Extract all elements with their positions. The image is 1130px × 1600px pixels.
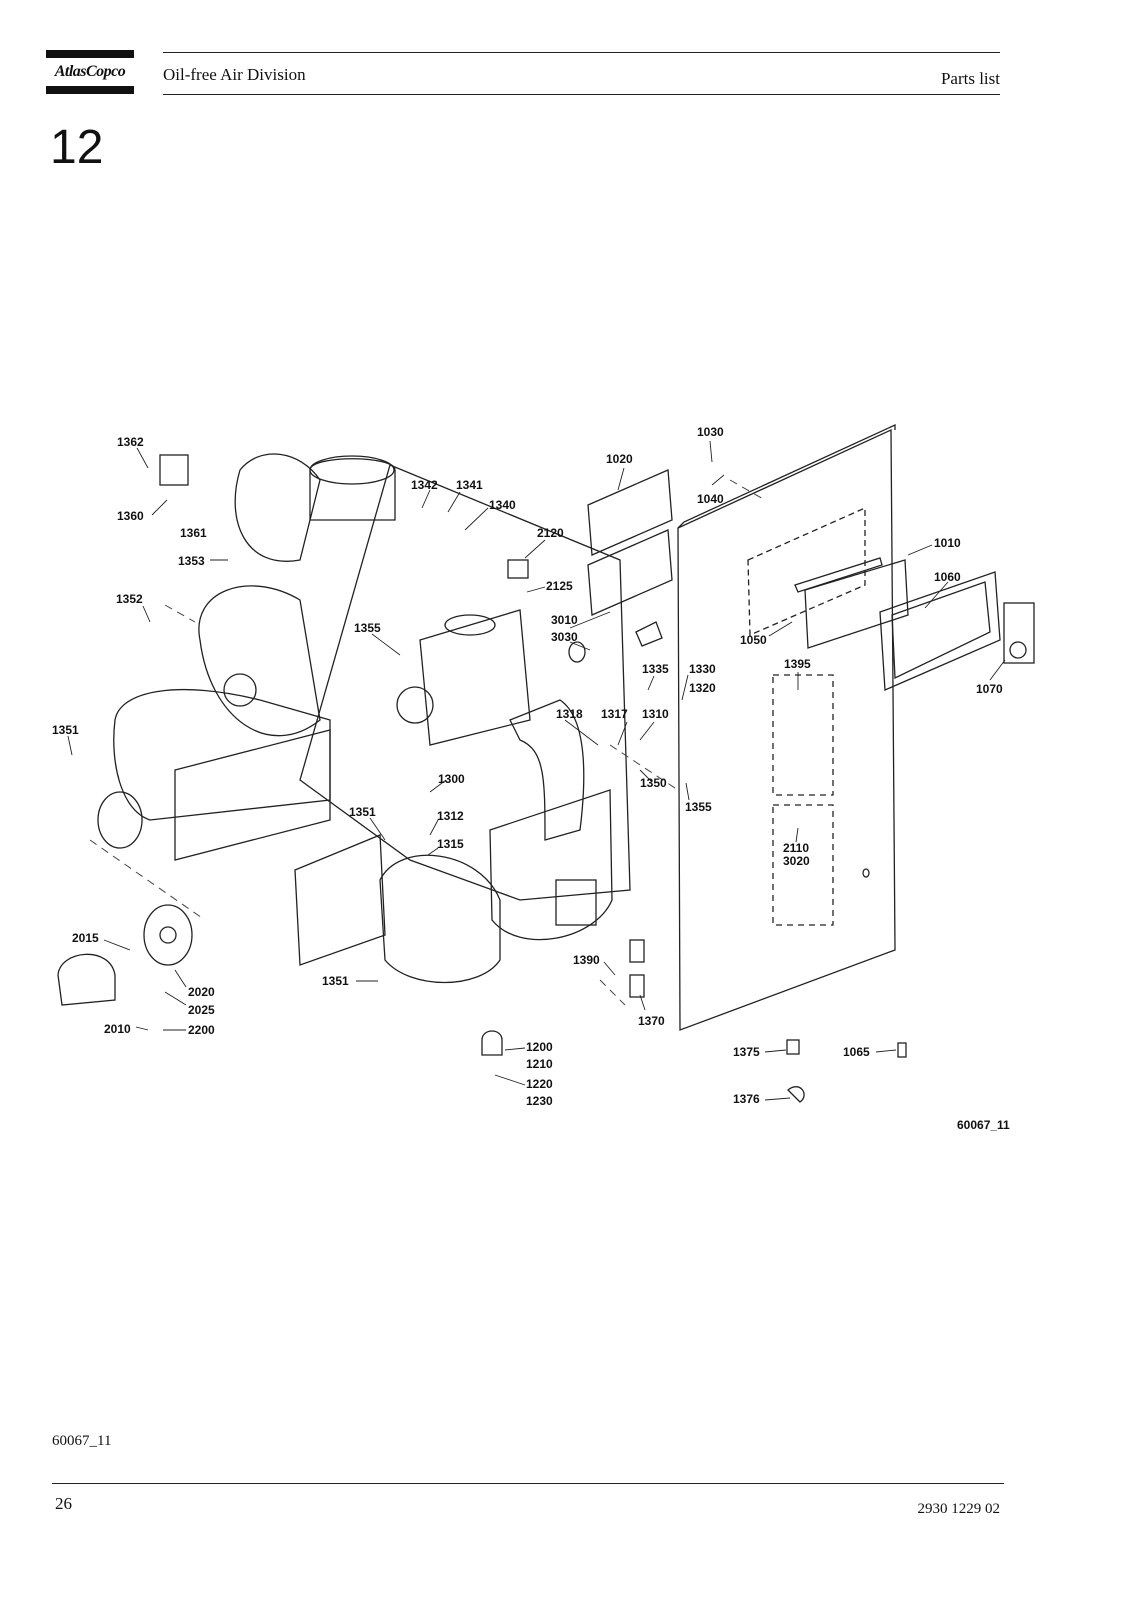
callout-label: 2025	[188, 1003, 215, 1017]
callout-label: 1370	[638, 1014, 665, 1028]
bracket-lower	[587, 529, 673, 616]
callout-label: 1350	[640, 776, 667, 790]
footer-figure-ref: 60067_11	[52, 1433, 112, 1449]
division-name: Oil-free Air Division	[163, 65, 306, 84]
callout-label: 1070	[976, 682, 1003, 696]
control-panel-door	[677, 428, 896, 1031]
callout-label: 1317	[601, 707, 628, 721]
callout-label: 1342	[411, 478, 438, 492]
callout-label: 1220	[526, 1077, 553, 1091]
keypad-panel	[1003, 602, 1035, 664]
elbow-pipe	[509, 699, 585, 841]
callout-label: 1351	[349, 805, 376, 819]
callout-label: 1390	[573, 953, 600, 967]
callout-label: 1300	[438, 772, 465, 786]
callout-label: 3030	[551, 630, 578, 644]
document-number: 2930 1229 02	[917, 1501, 1001, 1517]
logo-bar-top	[46, 50, 134, 58]
bracket-upper	[587, 469, 673, 556]
callout-label: 1318	[556, 707, 583, 721]
atlas-copco-logo: AtlasCopco	[46, 50, 134, 94]
callout-label: 1330	[689, 662, 716, 676]
callout-label: 2120	[537, 526, 564, 540]
callout-label: 1020	[606, 452, 633, 466]
callout-label: 1362	[117, 435, 144, 449]
callout-label: 2110	[783, 841, 809, 855]
logo-wordmark: AtlasCopco	[54, 63, 126, 80]
footer-rule	[52, 1483, 1004, 1484]
header-rule-bottom	[163, 94, 1000, 95]
callout-label: 1200	[526, 1040, 553, 1054]
callout-label: 1050	[740, 633, 767, 647]
callout-label: 1230	[526, 1094, 553, 1108]
callout-label: 2200	[188, 1023, 215, 1037]
callout-label: 1375	[733, 1045, 760, 1059]
header-rule-top	[163, 52, 1000, 53]
callout-label: 1065	[843, 1045, 870, 1059]
drawing-dashed-guides	[89, 479, 766, 1006]
callout-label: 1361	[180, 526, 207, 540]
callout-label: 2020	[188, 985, 215, 999]
callout-label: 1376	[733, 1092, 760, 1106]
leader-lines	[67, 440, 1006, 1101]
callout-label: 1353	[178, 554, 205, 568]
callout-label: 3010	[551, 613, 578, 627]
display-module	[804, 559, 909, 649]
callout-label: 1352	[116, 592, 143, 606]
callout-label: 1320	[689, 681, 716, 695]
inlet-flange	[97, 791, 143, 849]
callout-label: 1395	[784, 657, 811, 671]
callout-label: 1060	[934, 570, 961, 584]
filter-flange	[143, 904, 193, 966]
section-number: 12	[50, 121, 104, 174]
logo-bar-bottom	[46, 86, 134, 94]
callout-label: 1010	[934, 536, 961, 550]
callout-label: 1355	[354, 621, 381, 635]
callout-label: 1312	[437, 809, 464, 823]
callout-label: 1360	[117, 509, 144, 523]
document-type: Parts list	[940, 69, 1000, 88]
callout-label: 1315	[437, 837, 464, 851]
filter-housing	[57, 953, 116, 1006]
volute-housing	[489, 789, 613, 941]
drawing-linework	[57, 423, 1035, 1103]
callout-label: 2015	[72, 931, 99, 945]
callout-label: 2125	[546, 579, 573, 593]
callout-label: 1310	[642, 707, 669, 721]
fan-housing	[234, 453, 321, 562]
outlet-flange-block	[294, 834, 386, 966]
callout-label: 3020	[783, 854, 810, 868]
callout-label: 2010	[104, 1022, 131, 1036]
callout-label: 1355	[685, 800, 712, 814]
figure-reference: 60067_11	[957, 1118, 1010, 1132]
compressor-body	[299, 464, 631, 901]
callout-label: 1335	[642, 662, 669, 676]
callout-label: 1340	[489, 498, 516, 512]
callout-label: 1040	[697, 492, 724, 506]
callout-label: 1030	[697, 425, 724, 439]
cooler-tube	[113, 688, 331, 821]
gear-casing	[198, 585, 321, 737]
callout-label: 1351	[52, 723, 79, 737]
callout-labels: 1362 1360 1361 1353 1342 1341 1340 1020 …	[52, 425, 1010, 1132]
callout-label: 1341	[456, 478, 483, 492]
front-frame	[879, 571, 1001, 691]
page-number: 26	[55, 1494, 72, 1513]
callout-label: 1210	[526, 1057, 553, 1071]
callout-label: 1351	[322, 974, 349, 988]
